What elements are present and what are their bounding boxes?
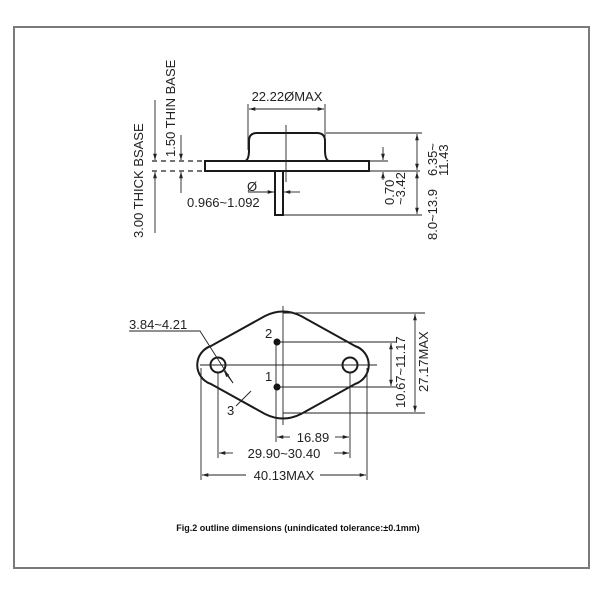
pin-spacing-label: 10.67~11.17 xyxy=(393,336,408,408)
thick-base-label: 3.00 THICK BSASE xyxy=(131,123,146,238)
hole-spacing-label: 29.90~30.40 xyxy=(248,446,321,461)
case-label: 3 xyxy=(227,403,234,418)
flange-thickness-label-b: ~3.42 xyxy=(393,172,408,205)
pin-1-label: 1 xyxy=(265,369,272,384)
width-max-label: 27.17MAX xyxy=(416,331,431,392)
drawing-frame xyxy=(13,26,590,569)
side-view: 22.22ØMAX 1.50 THIN BASE 3.00 THICK BSAS… xyxy=(131,59,451,240)
pin-offset-label: 16.89 xyxy=(297,430,330,445)
cap-outline xyxy=(244,132,330,162)
cap-height-label-b: 11.43 xyxy=(436,144,451,176)
pin-outline xyxy=(274,170,284,216)
thin-base-label: 1.50 THIN BASE xyxy=(163,59,178,157)
flange-outline xyxy=(204,160,370,172)
hole-diameter-label: 3.84~4.21 xyxy=(129,317,187,332)
pin-diameter-label: 0.966~1.092 xyxy=(187,195,260,210)
length-max-label: 40.13MAX xyxy=(254,468,315,483)
case-outline xyxy=(196,310,370,420)
cap-height-label-a: 6.35~ xyxy=(425,143,440,176)
pin-2-label: 2 xyxy=(265,326,272,341)
cap-diameter-label: 22.22ØMAX xyxy=(252,89,323,104)
pin-diameter-symbol: Ø xyxy=(247,179,257,194)
figure-caption: Fig.2 outline dimensions (unindicated to… xyxy=(176,523,419,533)
pin-length-label: 8.0~13.9 xyxy=(425,189,440,240)
bottom-view: 2 1 3 3.84~4.21 10.67~11.17 27.17MAX 16.… xyxy=(129,306,431,483)
flange-thickness-label-a: 0.70 xyxy=(382,180,397,205)
